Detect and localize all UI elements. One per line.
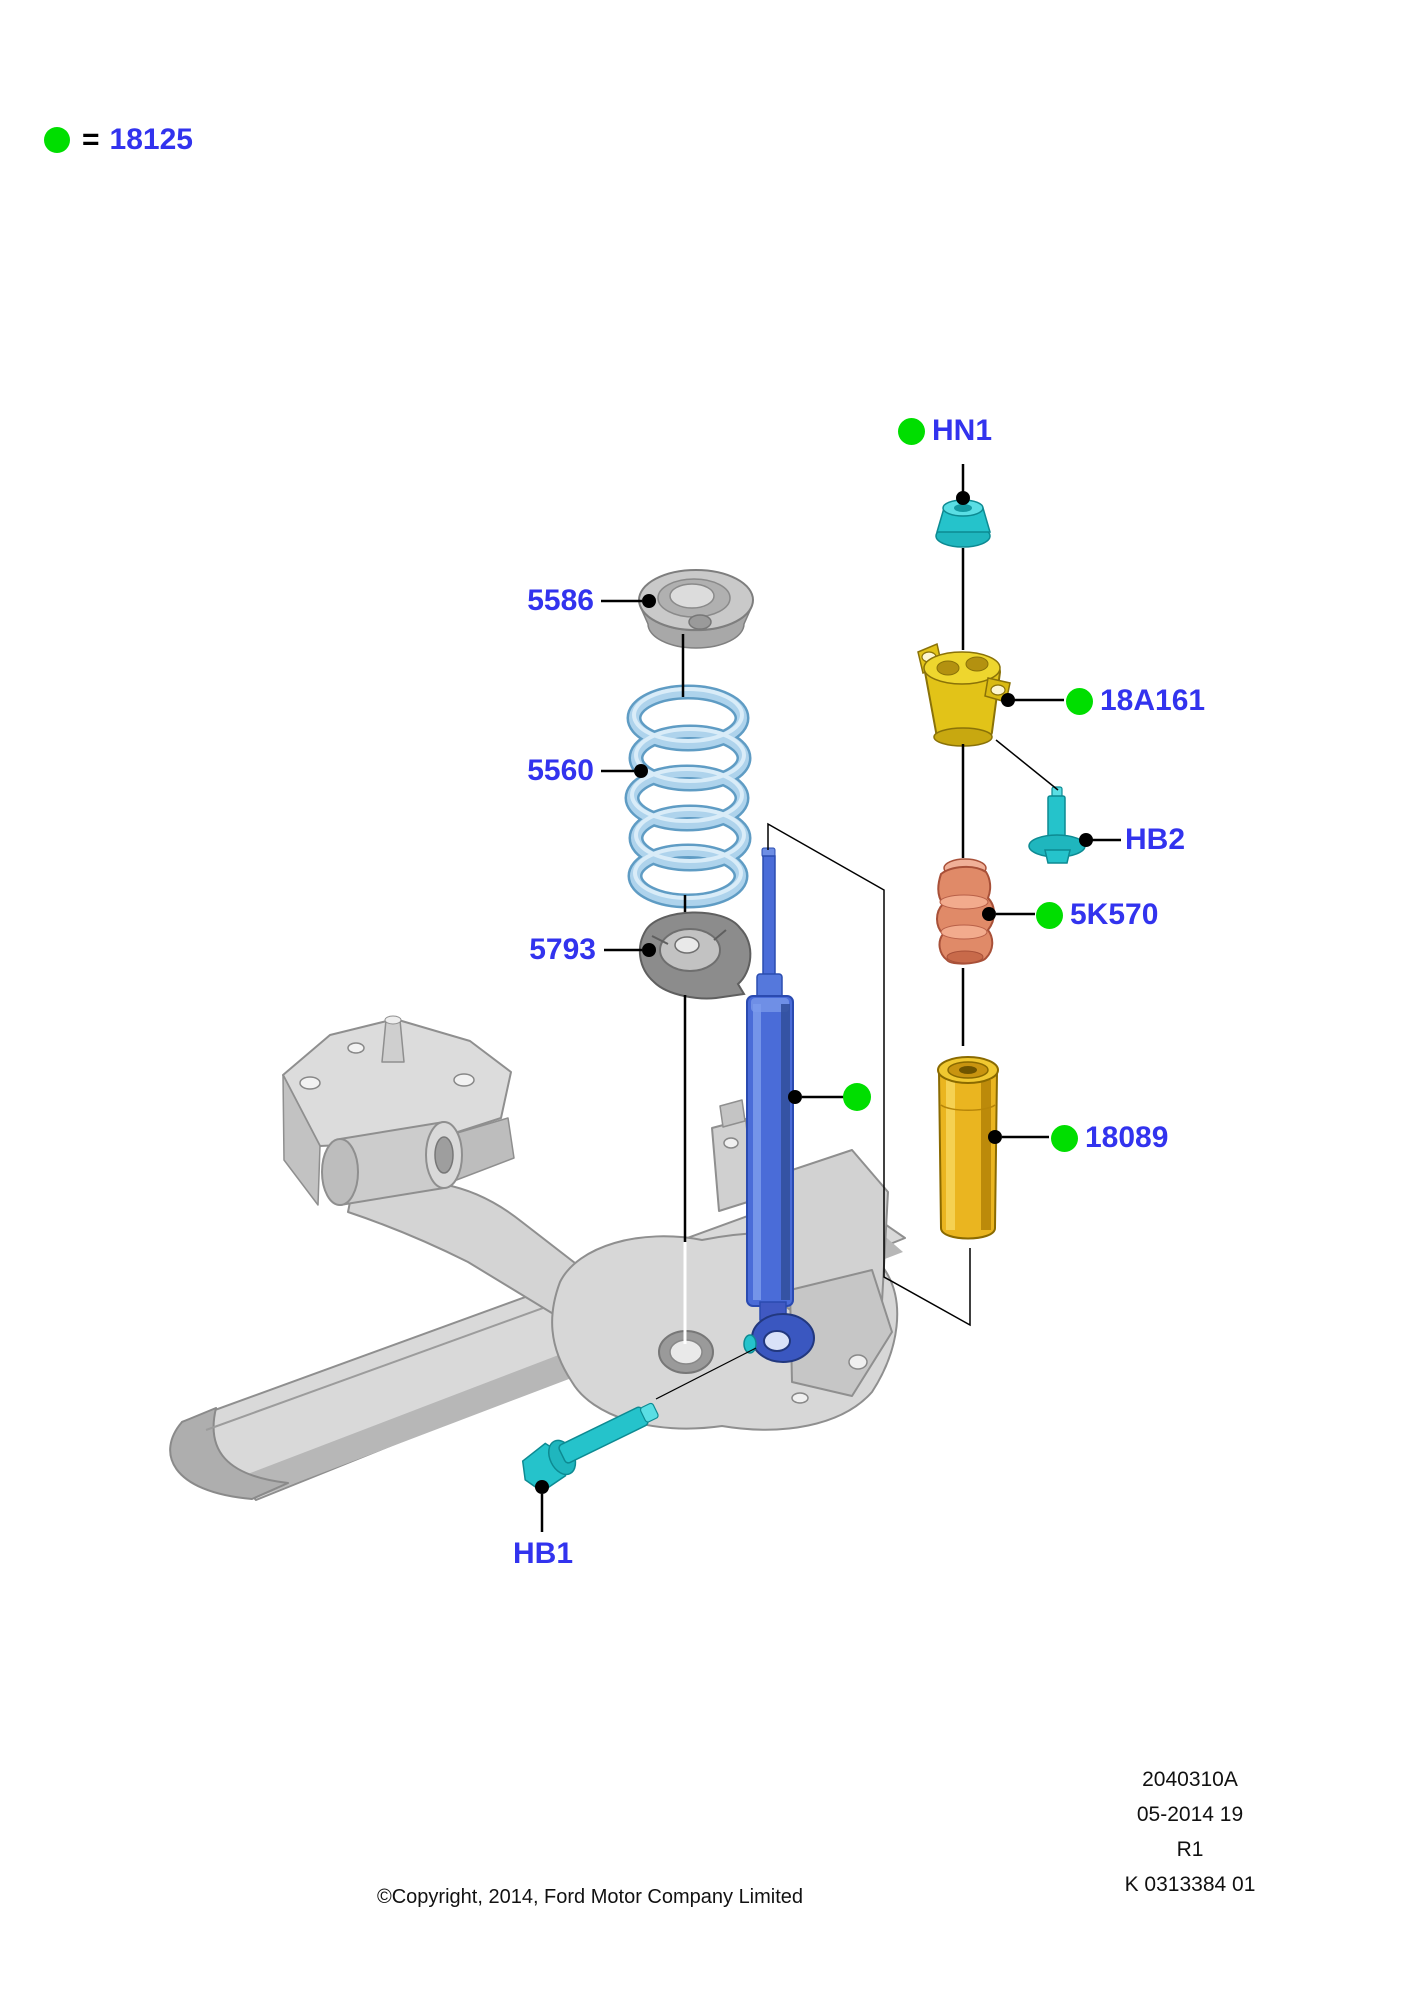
shock-marker-green-dot[interactable] — [843, 1083, 871, 1111]
legend-green-dot-icon — [44, 127, 70, 153]
lower-spring-insulator-5793 — [638, 911, 752, 1000]
green-dot-marker — [1066, 687, 1093, 715]
callout-label: 18089 — [1085, 1121, 1169, 1154]
upper-spring-seat-5586 — [638, 569, 754, 649]
callout-label: HB2 — [1125, 823, 1186, 856]
drawing-code: K 0313384 01 — [1124, 1873, 1256, 1896]
callout-5560[interactable]: 5560 — [480, 754, 594, 787]
callout-label: HB1 — [512, 1537, 573, 1570]
leader-lines — [540, 464, 1121, 1532]
dust-cover-18089 — [937, 1056, 999, 1240]
callout-label: 18A161 — [1100, 684, 1206, 717]
callout-label: 5K570 — [1070, 898, 1159, 931]
rear-axle-beam — [169, 1015, 906, 1501]
callout-label: 5793 — [529, 933, 596, 966]
copyright-notice: ©Copyright, 2014, Ford Motor Company Lim… — [377, 1886, 804, 1908]
green-dot-marker — [898, 417, 925, 445]
bolt-hb2 — [1028, 786, 1086, 864]
bump-stop-5k570 — [936, 858, 995, 965]
callout-18089[interactable]: 18089 — [1051, 1121, 1169, 1154]
bolt-hb1 — [521, 1402, 659, 1493]
drawing-date: 05-2014 19 — [1136, 1803, 1244, 1826]
callout-label: 5560 — [527, 754, 594, 787]
legend-equals: = — [82, 123, 100, 156]
callout-5k570[interactable]: 5K570 — [1036, 898, 1159, 931]
legend: = 18125 — [44, 123, 193, 156]
shock-absorber — [743, 847, 815, 1363]
drawing-info-block: 2040310A 05-2014 19 R1 K 0313384 01 — [1080, 1762, 1300, 1902]
callout-hn1[interactable]: HN1 — [898, 414, 993, 447]
coil-spring-5560 — [624, 684, 752, 909]
legend-part-code: 18125 — [109, 123, 193, 156]
callout-hb1[interactable]: HB1 — [503, 1537, 583, 1570]
green-dot-marker — [1051, 1124, 1078, 1152]
callout-hb2[interactable]: HB2 — [1125, 823, 1186, 856]
leader-dots — [535, 491, 1093, 1494]
callout-5793[interactable]: 5793 — [482, 933, 596, 966]
top-mount-18a161 — [917, 642, 1011, 747]
callout-label: HN1 — [932, 414, 993, 447]
drawing-number: 2040310A — [1142, 1768, 1238, 1791]
callout-label: 5586 — [527, 584, 594, 617]
callout-18a161[interactable]: 18A161 — [1066, 684, 1206, 717]
drawing-revision: R1 — [1176, 1838, 1204, 1861]
nut-hn1 — [935, 499, 991, 548]
green-dot-marker — [1036, 901, 1063, 929]
callout-5586[interactable]: 5586 — [480, 584, 594, 617]
